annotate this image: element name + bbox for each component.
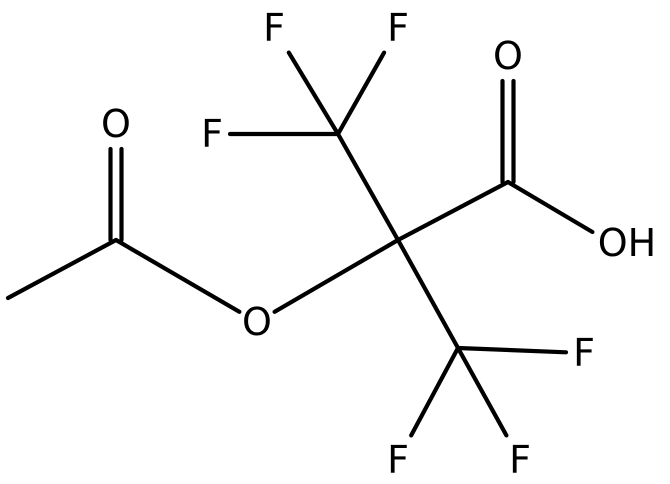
single-bond-c_cf3_top-f_top_left <box>286 50 341 137</box>
bond-stroke <box>335 131 401 243</box>
single-bond-c_acyl-o_ester <box>113 237 242 314</box>
single-bond-c_cf3_top-f_top_right <box>335 50 387 137</box>
atom-label-o-ester: O <box>242 300 272 344</box>
bond-stroke <box>335 50 387 137</box>
bond-stroke <box>409 345 461 438</box>
single-bond-c_cf3_bottom-f_bottom_side <box>455 345 569 355</box>
double-bond-c_acyl-o_acyl_carbonyl <box>108 146 124 243</box>
atom-label-o-acyl-carbonyl: O <box>101 102 131 146</box>
atom-label-f-top-right: F <box>387 6 409 50</box>
bond-stroke <box>395 179 511 243</box>
bond-stroke <box>272 237 401 314</box>
bond-stroke <box>455 345 509 438</box>
atom-label-o-acid-hydroxyl: OH <box>598 221 656 265</box>
atom-label-o-acid-carbonyl: O <box>493 34 523 78</box>
bond-stroke <box>455 345 569 355</box>
atom-label-f-bottom-left: F <box>387 438 409 482</box>
single-bond-c_cf3_bottom-f_bottom_left <box>409 345 461 438</box>
label-layer: O O F F F O OH F F F <box>101 6 656 482</box>
single-bond-o_ester-c_quat <box>272 237 401 314</box>
bond-stroke <box>505 179 595 235</box>
single-bond-c_quat-c_cf3_top <box>335 131 401 243</box>
bond-stroke <box>113 237 242 314</box>
single-bond-c_cf3_bottom-f_bottom_right <box>455 345 509 438</box>
single-bond-c_quat-c_acid <box>395 179 511 243</box>
bond-stroke <box>395 237 461 351</box>
bond-stroke <box>286 50 341 137</box>
atom-label-f-top-left: F <box>263 6 285 50</box>
atom-label-f-bottom-side: F <box>573 331 595 375</box>
bond-stroke <box>5 237 119 301</box>
atom-label-f-bottom-right: F <box>509 438 531 482</box>
single-bond-c_quat-c_cf3_bottom <box>395 237 461 351</box>
double-bond-c_acid-o_acid_carbonyl <box>500 78 516 185</box>
bond-layer <box>5 50 595 438</box>
atom-label-f-top-side: F <box>201 112 223 156</box>
single-bond-c_acid-o_acid_hydroxyl <box>505 179 595 235</box>
single-bond-c_methyl-c_acyl <box>5 237 119 301</box>
